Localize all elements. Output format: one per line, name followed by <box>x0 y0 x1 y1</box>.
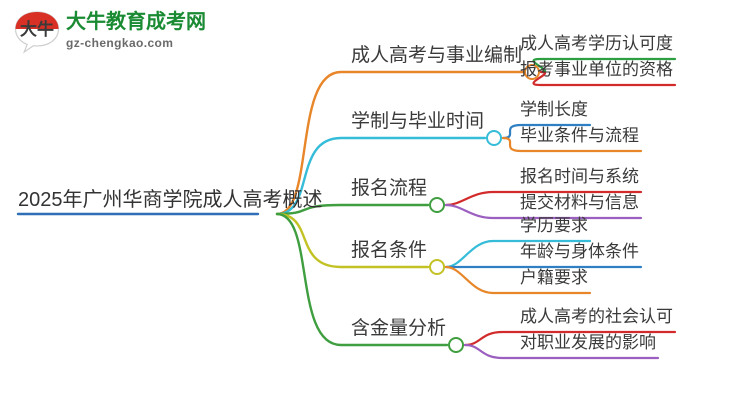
branch-label-5[interactable]: 含金量分析 <box>351 318 447 339</box>
branch-node-2[interactable] <box>486 130 503 146</box>
branch-label-1[interactable]: 成人高考与事业编制 <box>351 45 523 66</box>
leaf-label-2-1[interactable]: 学制长度 <box>520 100 588 119</box>
connector-line <box>501 136 643 153</box>
leaf-label-5-1[interactable]: 成人高考的社会认可 <box>520 307 673 326</box>
branch-label-4[interactable]: 报名条件 <box>351 240 428 261</box>
branch-label-3[interactable]: 报名流程 <box>351 178 428 199</box>
connector-line <box>275 70 525 216</box>
connector-layer <box>16 57 677 360</box>
connector-line <box>532 70 677 87</box>
leaf-label-5-2[interactable]: 对职业发展的影响 <box>520 333 656 352</box>
connector-line <box>275 136 487 216</box>
leaf-label-3-1[interactable]: 报名时间与系统 <box>520 167 639 186</box>
leaf-label-4-1[interactable]: 学历要求 <box>520 216 588 235</box>
logo-title: 大牛教育成考网 <box>66 11 206 33</box>
branch-node-3[interactable] <box>429 197 446 213</box>
branch-label-2[interactable]: 学制与毕业时间 <box>351 111 485 132</box>
connector-line <box>444 265 592 295</box>
connector-line <box>463 343 660 360</box>
connector-line <box>275 212 430 269</box>
svg-text:大牛: 大牛 <box>20 19 54 39</box>
leaf-label-1-1[interactable]: 成人高考学历认可度 <box>520 34 673 53</box>
branch-node-5[interactable] <box>448 337 465 353</box>
connector-line <box>275 203 430 216</box>
connector-line <box>275 212 449 347</box>
leaf-label-4-3[interactable]: 户籍要求 <box>520 268 588 287</box>
leaf-label-1-2[interactable]: 报考事业单位的资格 <box>520 60 673 79</box>
leaf-label-4-2[interactable]: 年龄与身体条件 <box>520 242 639 261</box>
site-logo[interactable]: 大牛 大牛教育成考网 gz-chengkao.com <box>14 8 206 56</box>
branch-node-4[interactable] <box>429 259 446 275</box>
connector-line <box>444 203 643 220</box>
logo-domain: gz-chengkao.com <box>66 36 174 50</box>
logo-mark-icon: 大牛 <box>14 11 60 54</box>
leaf-label-3-2[interactable]: 提交材料与信息 <box>520 193 639 212</box>
logo-text-block: 大牛教育成考网 gz-chengkao.com <box>66 10 206 51</box>
leaf-label-2-2[interactable]: 毕业条件与流程 <box>520 126 639 145</box>
branch-node-1[interactable] <box>524 64 541 80</box>
node-layer <box>429 64 541 353</box>
root-node-label[interactable]: 2025年广州华商学院成人高考概述 <box>18 189 323 211</box>
